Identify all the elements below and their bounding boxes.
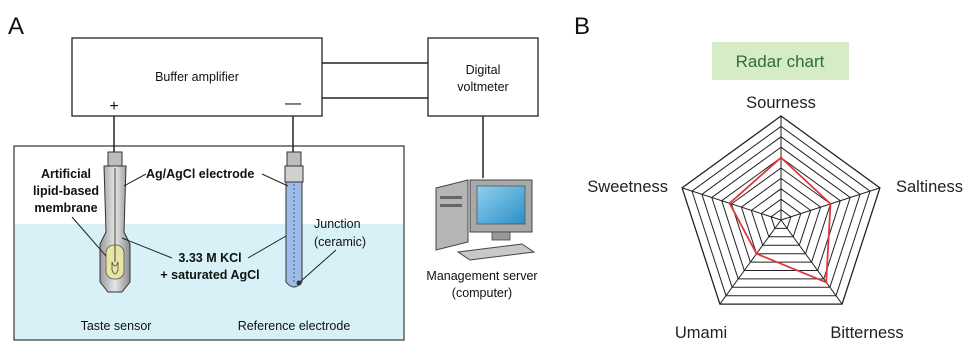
voltmeter-label-line1: Digital [466, 63, 501, 77]
radar-spokes [681, 116, 881, 305]
radar-ring [711, 146, 851, 280]
buffer-amplifier-label: Buffer amplifier [155, 70, 239, 84]
reference-collar [284, 165, 304, 183]
kcl-leader-right [247, 235, 287, 259]
taste-sensor-probe [99, 151, 131, 293]
radar-title-box [712, 42, 849, 80]
junction-label-line1: Junction [314, 217, 361, 231]
panel-letter-a: A [8, 13, 24, 40]
radar-series-point [728, 202, 731, 205]
radar-ring [691, 125, 871, 297]
radar-ring [740, 177, 822, 255]
minus-sign: — [285, 95, 301, 112]
computer-drive-slot [440, 204, 462, 207]
panel-b: B Radar chart Sourness Saltiness Bittern… [574, 13, 963, 342]
computer-stand [491, 231, 511, 241]
computer-icon [435, 179, 536, 261]
axis-label-saltiness: Saltiness [896, 178, 963, 196]
sample-solution [15, 224, 403, 339]
radar-ring [760, 198, 802, 238]
computer-drive-slot [440, 196, 462, 199]
radar-series-line [728, 156, 832, 284]
radar-ring [681, 115, 881, 305]
server-label-line1: Management server [426, 269, 537, 283]
junction-label-line2: (ceramic) [314, 235, 366, 249]
reference-cap [286, 151, 302, 167]
radar-series-point [779, 156, 783, 159]
axis-label-sweetness: Sweetness [587, 178, 668, 196]
kcl-label-line2: + saturated AgCl [160, 268, 259, 282]
kcl-label-line1: 3.33 M KCl [178, 251, 241, 265]
membrane-label-line2: lipid-based [33, 184, 99, 198]
buffer-amplifier-box [71, 37, 323, 117]
radar-ring [730, 167, 832, 263]
kcl-leader-left [121, 237, 173, 259]
junction-leader [300, 249, 337, 282]
panel-letter-b: B [574, 13, 590, 40]
taste-sensor-label: Taste sensor [81, 319, 152, 333]
reference-electrode-label: Reference electrode [238, 319, 351, 333]
radar-ring [701, 136, 861, 288]
digital-voltmeter-box [427, 37, 539, 117]
electrode-label: Ag/AgCl electrode [146, 167, 254, 181]
taste-sensor-inner-coil [111, 261, 119, 275]
voltmeter-label-line2: voltmeter [457, 80, 508, 94]
radar-title: Radar chart [736, 52, 825, 71]
taste-sensor-cap [107, 151, 123, 167]
radar-spoke [780, 219, 843, 305]
radar-ring [721, 156, 841, 271]
panel-a: A Buffer amplifier + — Digital voltmeter [8, 13, 539, 341]
plus-sign: + [109, 98, 118, 115]
reference-electrode [284, 151, 304, 288]
radar-series-point [829, 202, 832, 206]
computer-keyboard [456, 243, 536, 261]
computer-tower [435, 179, 469, 251]
electrode-leader-left [123, 173, 147, 187]
radar-series-point [825, 281, 828, 284]
ceramic-junction [296, 280, 302, 286]
server-label-line2: (computer) [452, 286, 512, 300]
membrane-leader [71, 216, 107, 257]
axis-label-umami: Umami [675, 324, 727, 342]
membrane-label-line1: Artificial [41, 167, 91, 181]
radar-spoke [719, 219, 782, 305]
radar-ring [750, 188, 812, 246]
membrane-label-line3: membrane [34, 201, 97, 215]
radar-series-point [755, 252, 758, 255]
radar-spoke [681, 187, 782, 221]
computer-screen [476, 185, 526, 225]
reference-tube [285, 181, 303, 288]
axis-label-sourness: Sourness [746, 94, 816, 112]
radar-grid [681, 115, 881, 305]
radar-ring [770, 208, 792, 229]
radar-series [728, 156, 832, 284]
electrode-leader-right [261, 173, 289, 187]
axis-label-bitterness: Bitterness [830, 324, 903, 342]
